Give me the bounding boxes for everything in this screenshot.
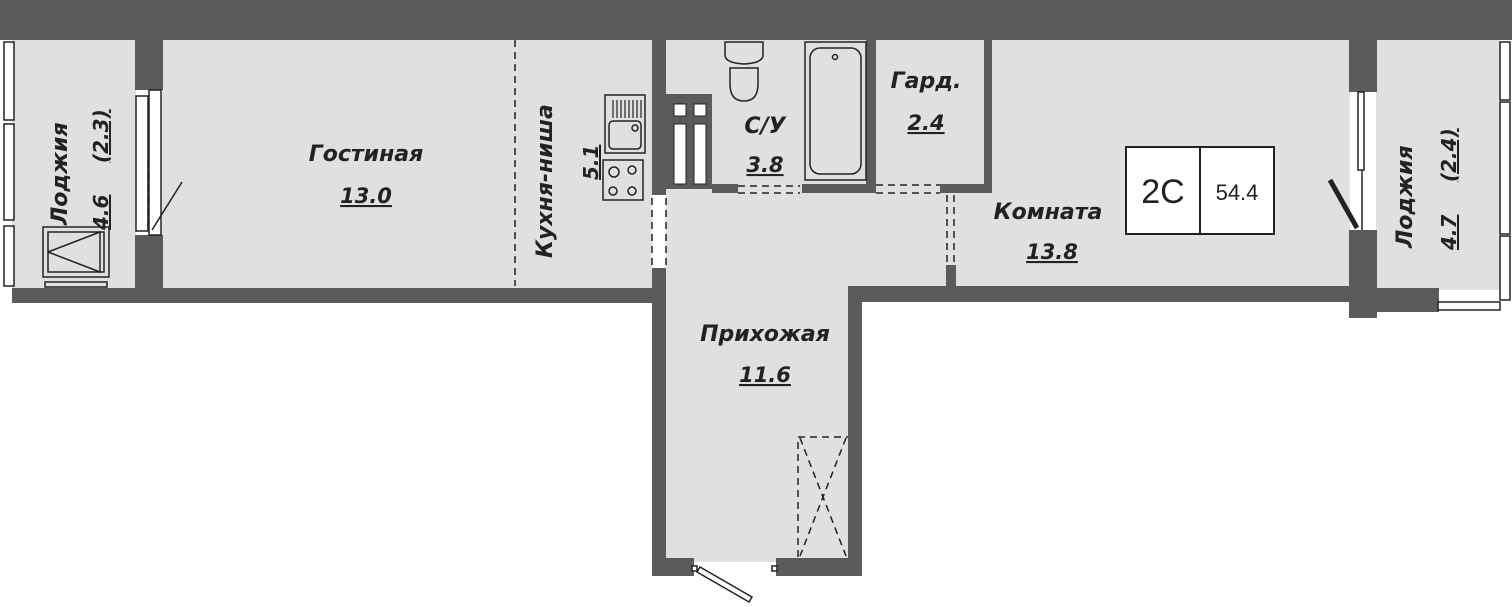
closet-icon: [797, 436, 848, 557]
hallway-area: 11.6: [739, 363, 791, 387]
ventilation-shaft-icon: [673, 103, 707, 185]
hallway-left-wall: [652, 290, 666, 575]
balcony-door-right[interactable]: [1327, 91, 1365, 230]
left-window-3: [3, 225, 15, 287]
windows: [3, 41, 1511, 311]
right-window-3: [1499, 235, 1511, 301]
loggia-right-area: 4.7: [1437, 214, 1461, 251]
wardrobe-right-wall: [984, 40, 992, 193]
wardrobe-label: Гард.: [891, 69, 962, 94]
hallway-label: Прихожая: [700, 322, 830, 347]
kitchen-niche-label: Кухня-ниша: [533, 104, 558, 258]
loggia-left-area: 4.6: [89, 194, 113, 231]
kitchen-niche-area: 5.1: [579, 145, 603, 180]
kitchen-niche-floor[interactable]: [514, 40, 652, 290]
bottom-wall-right: [848, 286, 1358, 302]
bathroom-area: 3.8: [746, 153, 783, 177]
loggia-right-secondary-area: (2.4): [1437, 128, 1461, 182]
living-room-label: Гостиная: [309, 142, 424, 167]
entrance-wall-right: [776, 558, 862, 576]
left-window-1: [3, 41, 15, 121]
bath-bottom-wall-2: [802, 184, 876, 193]
loggia-right-label: Лоджия: [1393, 145, 1418, 249]
right-window-1: [1499, 41, 1511, 101]
walls: [0, 0, 1512, 576]
hallway-floor[interactable]: [666, 290, 850, 562]
sink-icon: [604, 94, 646, 154]
right-loggia-partition-top: [1349, 40, 1377, 92]
right-bottom-window: [1437, 301, 1501, 311]
kitchen-bath-wall: [652, 40, 666, 195]
loggia-right-floor[interactable]: [1376, 40, 1500, 290]
stove-icon: [602, 159, 644, 201]
hallway-left-wall-top: [652, 268, 666, 290]
entrance-door[interactable]: [691, 565, 778, 604]
dashed-boundaries: [147, 40, 955, 286]
bath-bottom-wall-1: [712, 184, 738, 193]
bottom-wall-left: [12, 288, 652, 303]
balcony-door-left[interactable]: [135, 89, 183, 236]
room-area: 13.8: [1026, 240, 1078, 264]
plan-total-area: 54.4: [1216, 180, 1259, 205]
left-loggia-partition-top: [135, 40, 163, 90]
top-wall: [0, 0, 1512, 40]
room-label: Комната: [994, 200, 1103, 225]
plan-badge: 2C 54.4: [1125, 146, 1275, 235]
living-room-floor[interactable]: [162, 40, 514, 290]
left-window-2: [3, 123, 15, 221]
hallway-right-wall: [848, 286, 862, 576]
loggia-left-floor[interactable]: [12, 40, 136, 290]
bathroom-label: С/У: [744, 114, 786, 139]
plan-type: 2C: [1141, 173, 1184, 211]
wardrobe-floor[interactable]: [876, 40, 984, 188]
wardrobe-bottom-wall: [940, 184, 992, 193]
room-partition-stub: [946, 265, 956, 290]
loggia-left-label: Лоджия: [48, 122, 73, 226]
right-window-2: [1499, 101, 1511, 235]
living-room-area: 13.0: [340, 184, 392, 208]
room-labels: Лоджия (2.3) 4.6 Гостиная 13.0 Кухня-ниш…: [48, 69, 1461, 387]
loggia-left-secondary-area: (2.3): [89, 109, 113, 163]
wardrobe-area: 2.4: [907, 111, 944, 135]
bath-wardrobe-wall: [866, 40, 876, 193]
bathtub-icon: [804, 41, 867, 181]
entrance-wall-left: [652, 558, 694, 576]
right-loggia-bottom-block: [1377, 288, 1439, 312]
right-loggia-partition-bottom: [1349, 230, 1377, 318]
toilet-icon: [724, 41, 764, 102]
ac-unit-icon: [42, 226, 110, 288]
corridor-floor[interactable]: [666, 188, 990, 290]
